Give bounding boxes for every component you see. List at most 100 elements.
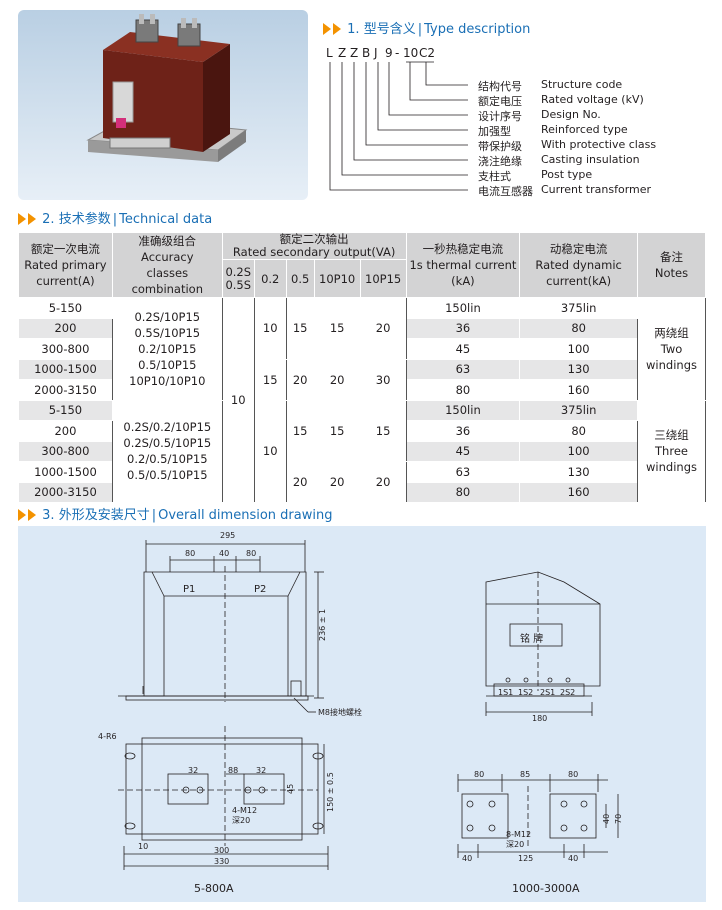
dim-label: 深20 (232, 816, 251, 825)
cell-primary: 5-150 (18, 399, 113, 421)
cell-dynamic: 80 (519, 317, 639, 339)
cell-dynamic: 100 (519, 440, 639, 462)
cell-dynamic: 80 (519, 420, 639, 442)
terminal-p1-label: P1 (183, 584, 196, 595)
dim-label: 330 (214, 857, 230, 866)
cell-dynamic: 375lin (519, 399, 639, 421)
cell-thermal: 36 (405, 420, 521, 442)
legend-en: Rated voltage (kV) (541, 93, 644, 106)
cell-05: 15 (285, 399, 315, 462)
legend-en: Casting insulation (541, 153, 640, 166)
caption-left: 5-800A (194, 882, 234, 895)
code-char: - (395, 46, 400, 60)
dim-label: 4-M12 (232, 806, 258, 815)
terminal-label: 2S2 (560, 688, 576, 697)
cell-05: 20 (285, 461, 315, 503)
code-char: C2 (419, 46, 436, 60)
header-sub: 10P15 (359, 259, 407, 298)
dim-label: 150 ± 0.5 (326, 772, 335, 812)
cell-02: 10 (253, 297, 287, 360)
product-photo (18, 10, 308, 200)
dim-label: 70 (614, 813, 623, 824)
legend-en: Post type (541, 168, 593, 181)
legend-cn: 加强型 (478, 125, 511, 138)
section-title-en: Overall dimension drawing (158, 508, 333, 523)
legend-en: With protective class (541, 138, 657, 151)
legend-en: Design No. (541, 108, 601, 121)
terminal-p2-label: P2 (254, 584, 267, 595)
cell-thermal: 80 (405, 481, 521, 503)
dim-label: 85 (520, 770, 531, 779)
cell-02s: 10 (221, 297, 255, 503)
dim-label: 深20 (506, 840, 525, 849)
cell-primary: 300-800 (18, 338, 113, 360)
section-title-en: Type description (424, 22, 531, 37)
cell-dynamic: 100 (519, 338, 639, 360)
section-number: 1. (347, 22, 360, 37)
code-char: 9 (385, 46, 393, 60)
code-char: 10 (403, 46, 419, 60)
cell-10p10: 20 (313, 358, 361, 401)
legend-en: Reinforced type (541, 123, 628, 136)
header-sub: 10P10 (313, 259, 361, 298)
section-title-cn: 型号含义 (363, 22, 416, 37)
legend-cn: 设计序号 (478, 110, 522, 123)
drawing-lines (118, 540, 619, 870)
cell-02: 15 (253, 358, 287, 401)
cell-primary: 2000-3150 (18, 379, 113, 401)
dim-label: 80 (474, 770, 485, 779)
dim-label: 32 (188, 766, 199, 775)
legend-cn: 支柱式 (478, 170, 511, 183)
cell-dynamic: 160 (519, 481, 639, 503)
cell-10p10: 20 (313, 461, 361, 503)
dim-label: 80 (246, 549, 257, 558)
dim-label: 80 (568, 770, 579, 779)
header-sub: 0.2 (253, 259, 287, 298)
cell-dynamic: 375lin (519, 297, 639, 319)
section-title-cn: 外形及安装尺寸 (58, 508, 150, 523)
legend-cn: 结构代号 (478, 80, 522, 93)
dim-label: 32 (256, 766, 267, 775)
cell-primary: 200 (18, 420, 113, 442)
code-char: L (326, 46, 333, 60)
cell-10p15: 15 (359, 399, 407, 462)
dim-label: 80 (185, 549, 196, 558)
terminal-label: 2S1 (540, 688, 556, 697)
legend-cn: 额定电压 (478, 95, 522, 108)
dim-label: 236 ± 1 (318, 608, 327, 641)
arrow-icon (18, 213, 26, 225)
dim-label: 4-R6 (98, 732, 117, 741)
cell-primary: 200 (18, 317, 113, 339)
arrow-icon (28, 213, 36, 225)
cell-10p10: 15 (313, 297, 361, 360)
dim-label: 45 (286, 783, 295, 794)
dim-label: 40 (462, 854, 473, 863)
cell-05: 15 (285, 297, 315, 360)
dim-label: 40 (568, 854, 579, 863)
legend-en: Current transformer (541, 183, 652, 196)
cell-dynamic: 130 (519, 461, 639, 483)
dimension-drawing: 295 80 40 80 P1 P2 236 ± 1 M8接地螺栓 铭 牌 1S… (18, 526, 706, 902)
cell-primary: 1000-1500 (18, 461, 113, 483)
caption-right: 1000-3000A (512, 882, 580, 895)
cell-05: 20 (285, 358, 315, 401)
code-char: J (374, 46, 378, 60)
section-number: 3. (42, 508, 55, 523)
terminal-label: 1S1 (498, 688, 514, 697)
cell-dynamic: 160 (519, 379, 639, 401)
dim-label: 180 (532, 714, 548, 723)
cell-thermal: 63 (405, 461, 521, 483)
legend-cn: 浇注绝缘 (478, 155, 522, 168)
dim-label: 40 (219, 549, 230, 558)
cell-primary: 1000-1500 (18, 358, 113, 380)
arrow-icon (323, 23, 331, 35)
